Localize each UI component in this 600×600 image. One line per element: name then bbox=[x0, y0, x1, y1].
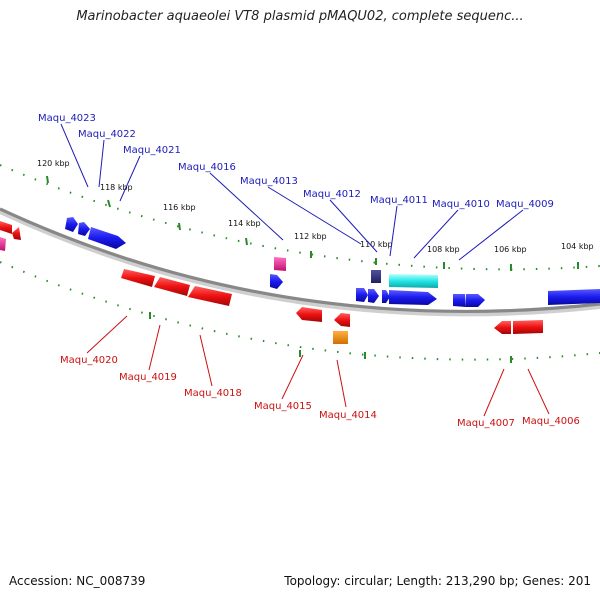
gene-arrow-forward[interactable] bbox=[368, 289, 379, 303]
forward-leader-lines bbox=[60, 123, 524, 261]
gene-label-forward[interactable]: Maqu_4021 bbox=[123, 145, 181, 156]
gene-arrow-forward[interactable] bbox=[356, 288, 368, 302]
gene-label-forward[interactable]: Maqu_4010 bbox=[432, 199, 490, 210]
gene-label-reverse[interactable]: Maqu_4020 bbox=[60, 355, 118, 366]
gene-label-forward[interactable]: Maqu_4016 bbox=[178, 162, 236, 173]
major-ticks bbox=[46, 175, 579, 363]
gene-label-reverse[interactable]: Maqu_4015 bbox=[254, 401, 312, 412]
gene-arrow-reverse[interactable] bbox=[154, 277, 190, 296]
gene-label-forward[interactable]: Maqu_4011 bbox=[370, 195, 428, 206]
reverse-leader-lines bbox=[86, 315, 550, 417]
gene-arrow-reverse[interactable] bbox=[12, 227, 21, 240]
gene-label-forward[interactable]: Maqu_4009 bbox=[496, 199, 554, 210]
gene-arrow-forward[interactable] bbox=[453, 294, 466, 307]
kbp-label: 116 kbp bbox=[163, 203, 196, 212]
gene-label-forward[interactable]: Maqu_4013 bbox=[240, 176, 298, 187]
kbp-label: 108 kbp bbox=[427, 245, 460, 254]
kbp-label: 110 kbp bbox=[360, 240, 393, 249]
backbone-shadow bbox=[0, 208, 600, 317]
gene-arrow-other[interactable] bbox=[371, 270, 381, 283]
backbone bbox=[0, 207, 600, 313]
gene-label-reverse[interactable]: Maqu_4014 bbox=[319, 410, 377, 421]
gene-arrow-forward[interactable] bbox=[88, 227, 126, 249]
map-title: Marinobacter aquaeolei VT8 plasmid pMAQU… bbox=[76, 9, 524, 24]
gene-label-forward[interactable]: Maqu_4023 bbox=[38, 113, 96, 124]
gene-arrow-reverse[interactable] bbox=[0, 221, 12, 234]
topology-summary: Topology: circular; Length: 213,290 bp; … bbox=[284, 574, 591, 588]
gene-label-forward[interactable]: Maqu_4022 bbox=[78, 129, 136, 140]
gene-arrow-reverse[interactable] bbox=[121, 269, 155, 287]
gene-arrow-forward[interactable] bbox=[548, 289, 600, 305]
gene-arrow-highlight[interactable] bbox=[389, 274, 438, 288]
gene-arrow-other[interactable] bbox=[0, 237, 6, 251]
kbp-label: 118 kbp bbox=[100, 183, 133, 192]
gene-arrow-forward[interactable] bbox=[270, 274, 283, 289]
gene-label-forward[interactable]: Maqu_4012 bbox=[303, 189, 361, 200]
gene-arrow-other[interactable] bbox=[274, 257, 286, 271]
kbp-label: 112 kbp bbox=[294, 232, 327, 241]
gene-label-reverse[interactable]: Maqu_4007 bbox=[457, 418, 515, 429]
kbp-label: 104 kbp bbox=[561, 242, 594, 251]
gene-label-reverse[interactable]: Maqu_4019 bbox=[119, 372, 177, 383]
gene-label-reverse[interactable]: Maqu_4018 bbox=[184, 388, 242, 399]
gene-arrow-forward[interactable] bbox=[389, 290, 437, 305]
gene-arrow-reverse[interactable] bbox=[513, 320, 543, 334]
gene-arrow-reverse[interactable] bbox=[334, 313, 350, 327]
kbp-label: 120 kbp bbox=[37, 159, 70, 168]
gene-arrow-forward[interactable] bbox=[65, 217, 78, 232]
gene-arrow-reverse[interactable] bbox=[494, 321, 511, 334]
gene-arrow-other[interactable] bbox=[333, 331, 348, 344]
kbp-label: 114 kbp bbox=[228, 219, 261, 228]
accession-label: Accession: NC_008739 bbox=[9, 574, 146, 588]
gene-arrow-forward[interactable] bbox=[78, 222, 90, 236]
gene-arrow-reverse[interactable] bbox=[296, 307, 322, 322]
gene-arrow-forward[interactable] bbox=[382, 290, 390, 303]
gene-arrow-reverse[interactable] bbox=[188, 286, 232, 306]
gene-label-reverse[interactable]: Maqu_4006 bbox=[522, 416, 580, 427]
gene-arrow-forward[interactable] bbox=[466, 294, 485, 307]
kbp-label: 106 kbp bbox=[494, 245, 527, 254]
